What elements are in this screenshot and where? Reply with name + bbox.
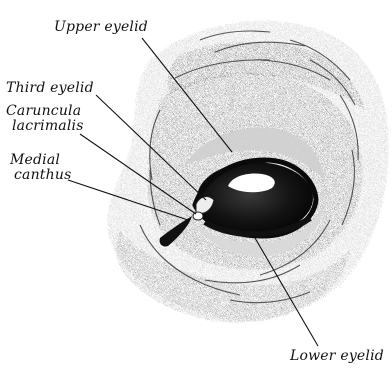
label-caruncula-line2: lacrimalis (12, 119, 84, 134)
label-upper-eyelid: Upper eyelid (54, 20, 148, 35)
label-third-eyelid: Third eyelid (6, 81, 94, 96)
label-caruncula-line1: Caruncula (6, 104, 81, 119)
label-medial-line1: Medial (10, 153, 60, 168)
label-medial-line2: canthus (14, 168, 71, 183)
label-lower-eyelid: Lower eyelid (290, 349, 384, 364)
